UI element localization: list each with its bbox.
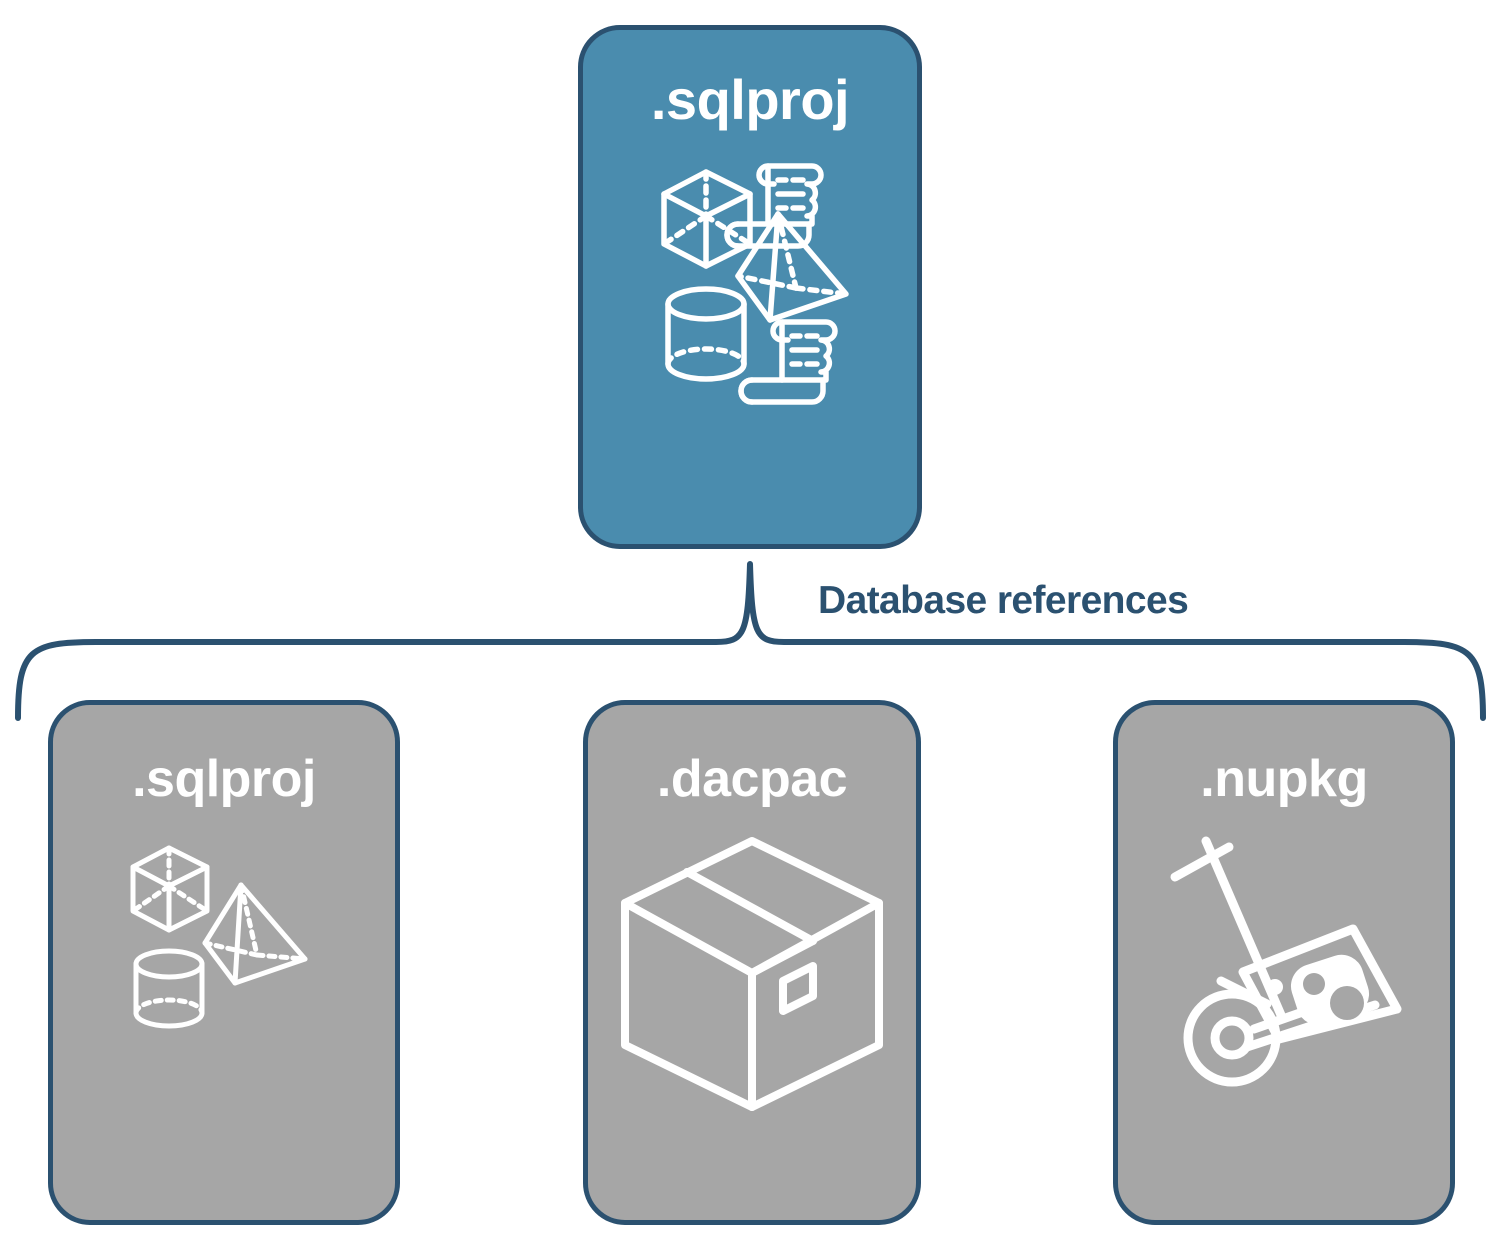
cube-wireframe-icon <box>661 169 753 269</box>
root-node-label: .sqlproj <box>650 68 850 131</box>
database-objects-icon <box>119 833 329 1033</box>
pyramid-wireframe-icon <box>735 211 849 323</box>
reference-node-label: .dacpac <box>656 750 848 808</box>
reference-node-nupkg[interactable]: .nupkg <box>1113 700 1455 1225</box>
cylinder-wireframe-icon <box>665 286 747 382</box>
script-scroll-icon <box>724 163 824 249</box>
cylinder-wireframe-icon <box>133 948 205 1029</box>
reference-node-dacpac[interactable]: .dacpac <box>583 700 921 1225</box>
brace-path <box>15 561 1486 721</box>
pyramid-wireframe-icon <box>202 882 308 986</box>
database-references-label: Database references <box>818 579 1189 622</box>
script-scroll-icon <box>738 319 838 405</box>
shipping-box-icon <box>617 833 887 1113</box>
database-objects-icon <box>650 152 850 405</box>
package-box-icon <box>621 837 883 1111</box>
reference-node-label: .sqlproj <box>132 750 316 808</box>
reference-node-sqlproj[interactable]: .sqlproj <box>48 700 400 1225</box>
root-node-sqlproj[interactable]: .sqlproj <box>578 25 922 549</box>
reference-node-label: .nupkg <box>1200 750 1368 808</box>
hand-truck-package-icon <box>1159 833 1409 1103</box>
nuget-package-icon <box>1238 924 1402 1044</box>
cube-wireframe-icon <box>130 845 210 933</box>
